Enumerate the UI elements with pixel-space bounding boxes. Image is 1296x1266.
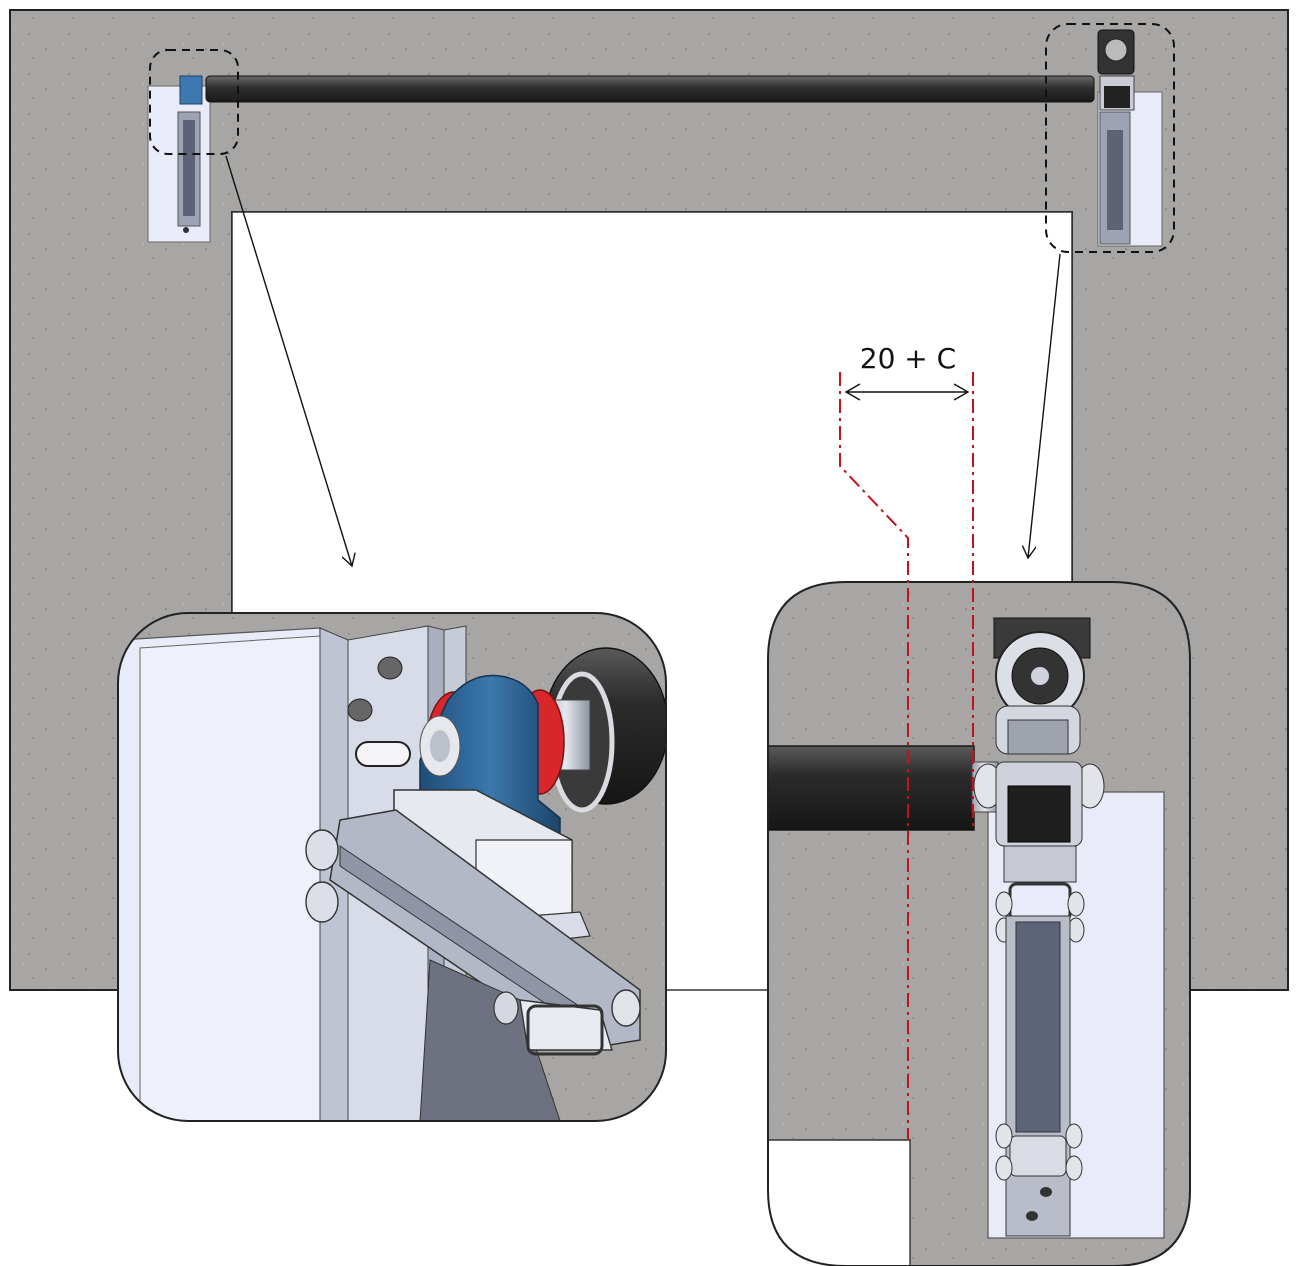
left-leader-arrow [225,155,352,566]
centerlines [839,372,974,1140]
right-detail-frame [767,581,1191,1266]
roller-tube-detail [768,745,975,831]
dimension-label: 20 + C [860,342,956,375]
roller-tube [205,75,1095,103]
tube-end-centerline [839,372,909,1140]
roller-assembly-overview [147,23,1175,253]
right-leader-arrow [1028,253,1061,558]
left-bearing-small [179,75,203,105]
left-detail-view [117,612,667,1122]
right-detail-marker [1045,23,1175,253]
right-detail-view [767,581,1191,1266]
dimension-20-plus-c: 20 + C [844,342,970,401]
left-detail-marker [149,49,239,155]
left-detail-frame [117,612,667,1122]
